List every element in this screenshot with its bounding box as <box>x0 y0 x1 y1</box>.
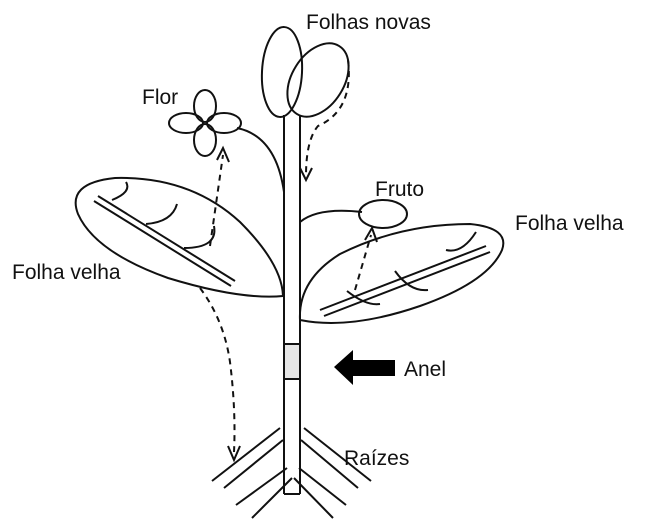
roots <box>212 428 371 518</box>
label-old-leaf-left: Folha velha <box>12 261 121 284</box>
label-new-leaves: Folhas novas <box>306 11 431 34</box>
label-flower: Flor <box>142 86 178 109</box>
ring-section <box>284 344 300 379</box>
new-leaves <box>260 26 362 128</box>
stem <box>284 115 300 494</box>
flower-stalk <box>237 128 284 192</box>
transport-arrows <box>200 60 377 460</box>
label-fruit: Fruto <box>375 178 424 201</box>
fruit <box>359 200 407 228</box>
ring-arrow <box>334 350 395 385</box>
new-leaves-to-stem-path <box>306 60 349 176</box>
label-roots: Raízes <box>344 447 409 470</box>
old-leaf-right <box>300 224 503 323</box>
fruit-stalk <box>300 211 362 222</box>
leaf-to-roots-path <box>200 288 235 452</box>
label-old-leaf-right: Folha velha <box>515 212 624 235</box>
label-ring: Anel <box>404 358 446 381</box>
flower <box>169 90 241 156</box>
